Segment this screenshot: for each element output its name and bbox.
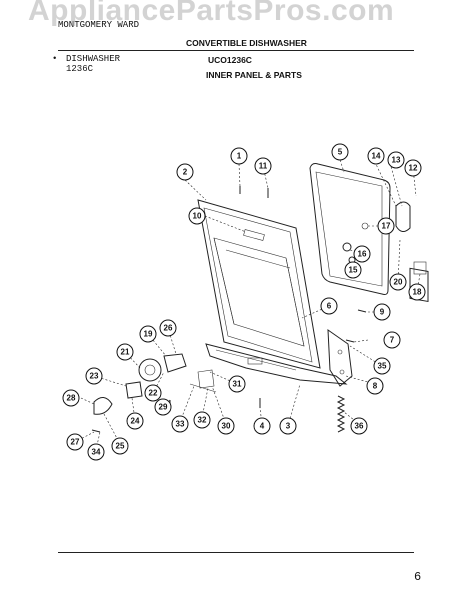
callout-31: 31 — [228, 375, 246, 393]
svg-text:5: 5 — [338, 148, 343, 157]
callout-32: 32 — [193, 411, 211, 429]
svg-text:16: 16 — [358, 250, 367, 259]
door-hinge-arm — [327, 329, 353, 387]
product-line-2: 1236C — [66, 64, 94, 74]
svg-text:28: 28 — [67, 394, 76, 403]
page-mark: 6 — [414, 570, 422, 584]
callout-4: 4 — [253, 417, 271, 435]
svg-text:1: 1 — [237, 152, 242, 161]
callout-1: 1 — [230, 147, 248, 165]
svg-text:30: 30 — [222, 422, 231, 431]
callout-17: 17 — [377, 217, 395, 235]
callout-2: 2 — [176, 163, 194, 181]
header-rule — [58, 50, 414, 51]
callout-20: 20 — [389, 273, 407, 291]
svg-text:2: 2 — [183, 168, 188, 177]
svg-text:6: 6 — [327, 302, 332, 311]
svg-text:18: 18 — [413, 288, 422, 297]
svg-text:7: 7 — [390, 336, 395, 345]
svg-text:26: 26 — [164, 324, 173, 333]
svg-text:36: 36 — [355, 422, 364, 431]
footer-rule — [58, 552, 414, 553]
section-title: INNER PANEL & PARTS — [206, 70, 302, 80]
callout-10: 10 — [188, 207, 206, 225]
callout-35: 35 — [373, 357, 391, 375]
svg-text:4: 4 — [260, 422, 265, 431]
svg-text:19: 19 — [144, 330, 153, 339]
svg-text:17: 17 — [382, 222, 391, 231]
svg-text:29: 29 — [159, 403, 168, 412]
svg-text:33: 33 — [176, 420, 185, 429]
callout-9: 9 — [373, 303, 391, 321]
callout-7: 7 — [383, 331, 401, 349]
bottom-bracket — [205, 343, 348, 385]
svg-text:9: 9 — [380, 308, 385, 317]
svg-text:31: 31 — [233, 380, 242, 389]
svg-text:10: 10 — [193, 212, 202, 221]
watermark: AppliancePartsPros.com — [28, 0, 395, 27]
svg-text:24: 24 — [131, 417, 140, 426]
callout-21: 21 — [116, 343, 134, 361]
svg-text:34: 34 — [92, 448, 101, 457]
callout-8: 8 — [366, 377, 384, 395]
callout-27: 27 — [66, 433, 84, 451]
diagram-title: CONVERTIBLE DISHWASHER — [186, 38, 307, 48]
callout-19: 19 — [139, 325, 157, 343]
callout-12: 12 — [404, 159, 422, 177]
callout-29: 29 — [154, 398, 172, 416]
brand-label: MONTGOMERY WARD — [58, 20, 140, 30]
callout-5: 5 — [331, 143, 349, 161]
svg-text:23: 23 — [90, 372, 99, 381]
callout-3: 3 — [279, 417, 297, 435]
svg-text:25: 25 — [116, 442, 125, 451]
product-line-1: DISHWASHER — [66, 54, 121, 64]
callout-25: 25 — [111, 437, 129, 455]
bullet-mark: • — [52, 54, 58, 64]
inner-door-panel — [197, 199, 321, 369]
callout-28: 28 — [62, 389, 80, 407]
svg-text:14: 14 — [372, 152, 381, 161]
callout-26: 26 — [159, 319, 177, 337]
svg-text:22: 22 — [149, 389, 158, 398]
svg-text:11: 11 — [259, 162, 268, 171]
callout-18: 18 — [408, 283, 426, 301]
svg-text:12: 12 — [409, 164, 418, 173]
svg-text:8: 8 — [373, 382, 378, 391]
svg-text:3: 3 — [286, 422, 291, 431]
callout-15: 15 — [344, 261, 362, 279]
svg-text:32: 32 — [198, 416, 207, 425]
svg-text:21: 21 — [121, 348, 130, 357]
callout-11: 11 — [254, 157, 272, 175]
callout-16: 16 — [353, 245, 371, 263]
svg-text:15: 15 — [349, 266, 358, 275]
callout-36: 36 — [350, 417, 368, 435]
model-number: UCO1236C — [208, 55, 252, 65]
svg-text:27: 27 — [71, 438, 80, 447]
callout-22: 22 — [144, 384, 162, 402]
svg-text:35: 35 — [378, 362, 387, 371]
callout-24: 24 — [126, 412, 144, 430]
door-gasket — [309, 163, 391, 295]
callout-6: 6 — [320, 297, 338, 315]
callout-34: 34 — [87, 443, 105, 461]
svg-text:20: 20 — [394, 278, 403, 287]
door-latch-parts — [93, 353, 217, 415]
leader-lines — [74, 157, 421, 451]
callout-33: 33 — [171, 415, 189, 433]
callout-14: 14 — [367, 147, 385, 165]
callout-13: 13 — [387, 151, 405, 169]
hinge-spring — [336, 395, 346, 433]
callout-30: 30 — [217, 417, 235, 435]
callout-23: 23 — [85, 367, 103, 385]
svg-text:13: 13 — [392, 156, 401, 165]
